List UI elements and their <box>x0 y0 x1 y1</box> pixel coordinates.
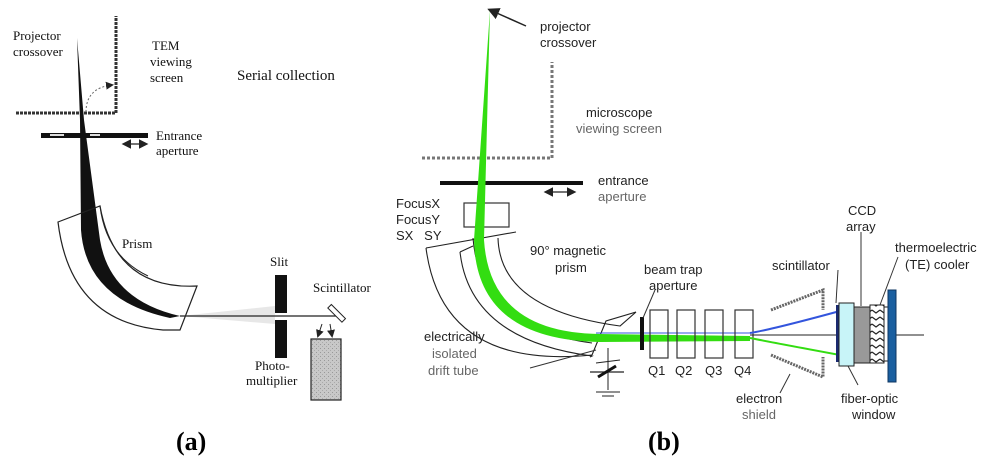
caption-a: (a) <box>176 427 206 456</box>
svg-text:thermoelectric(TE) cooler: thermoelectric (TE) cooler <box>895 240 977 272</box>
prism <box>57 205 198 331</box>
label-entrance-2: aperture <box>156 143 199 158</box>
label-q3: Q3 <box>705 363 722 378</box>
beam-trap-aperture <box>640 317 644 350</box>
label-ccd-1: CCD <box>848 203 876 218</box>
electron-shield-bottom <box>770 353 825 380</box>
slit <box>275 275 287 313</box>
photomultiplier <box>310 338 342 401</box>
screen-flip-arrow <box>85 81 114 113</box>
ccd-array <box>853 306 871 364</box>
label-b-crossover-2: crossover <box>540 35 597 50</box>
svg-text:Photo-multiplier: Photo-multiplier <box>246 358 298 388</box>
label-te-2: (TE) cooler <box>905 257 970 272</box>
label-photomultiplier-1: Photo- <box>255 358 290 373</box>
electron-shield-top <box>770 287 825 312</box>
label-magnetic-prism-2: prism <box>555 260 587 275</box>
label-b-entrance: entrance <box>598 173 649 188</box>
label-tem-3: screen <box>150 70 184 85</box>
label-beam-trap-1: beam trap <box>644 262 703 277</box>
panel-b <box>422 8 924 397</box>
label-magnetic-prism-1: 90° magnetic <box>530 243 607 258</box>
fiber-optic-window <box>838 302 855 367</box>
quadrupole-q3 <box>704 309 724 359</box>
label-te-1: thermoelectric <box>895 240 977 255</box>
label-fiber-2: window <box>851 407 896 422</box>
label-b-viewing-screen: viewing screen <box>576 121 662 136</box>
label-shield-2: shield <box>742 407 776 422</box>
label-b-aperture: aperture <box>598 189 646 204</box>
scintillator <box>327 303 347 323</box>
label-q1: Q1 <box>648 363 665 378</box>
label-slit: Slit <box>270 254 288 269</box>
label-drift-3: drift tube <box>428 363 479 378</box>
crossover-pointer <box>487 8 527 27</box>
quadrupole-q4 <box>734 309 754 359</box>
label-b-scintillator: scintillator <box>772 258 830 273</box>
label-projector-crossover-1: Projector <box>13 28 61 43</box>
label-ccd-2: array <box>846 219 876 234</box>
cooler-plate <box>887 289 897 383</box>
microscope-viewing-screen <box>422 62 554 160</box>
te-cooler <box>869 304 885 364</box>
label-q2: Q2 <box>675 363 692 378</box>
electron-beam-green <box>474 10 750 342</box>
label-shield-1: electron <box>736 391 782 406</box>
label-b-microscope: microscope <box>586 105 652 120</box>
quadrupole-q1 <box>649 309 669 359</box>
label-focusy: FocusY <box>396 212 440 227</box>
tem-viewing-screen <box>16 16 118 115</box>
label-photomultiplier-2: multiplier <box>246 373 298 388</box>
panel-a-title: Serial collection <box>237 68 335 84</box>
label-b-crossover-1: projector <box>540 19 591 34</box>
label-tem-2: viewing <box>150 54 192 69</box>
label-fiber-1: fiber-optic <box>841 391 899 406</box>
panel-a <box>16 16 347 401</box>
label-beam-trap-2: aperture <box>649 278 697 293</box>
beam-blue <box>749 310 841 334</box>
entrance-aperture-b <box>440 181 583 185</box>
label-q4: Q4 <box>734 363 751 378</box>
focus-sx-sy-box <box>463 202 510 228</box>
label-sx-sy: SX SY <box>396 228 442 243</box>
label-scintillator: Scintillator <box>313 280 371 295</box>
label-entrance-1: Entrance <box>156 128 202 143</box>
caption-b: (b) <box>648 427 680 456</box>
label-prism: Prism <box>122 236 152 251</box>
label-projector-crossover-2: crossover <box>13 44 63 59</box>
beam-green-split <box>749 337 841 356</box>
label-focusx: FocusX <box>396 196 440 211</box>
label-tem-1: TEM <box>152 38 180 53</box>
label-drift-2: isolated <box>432 346 477 361</box>
label-drift-1: electrically <box>424 329 485 344</box>
quadrupole-q2 <box>676 309 696 359</box>
